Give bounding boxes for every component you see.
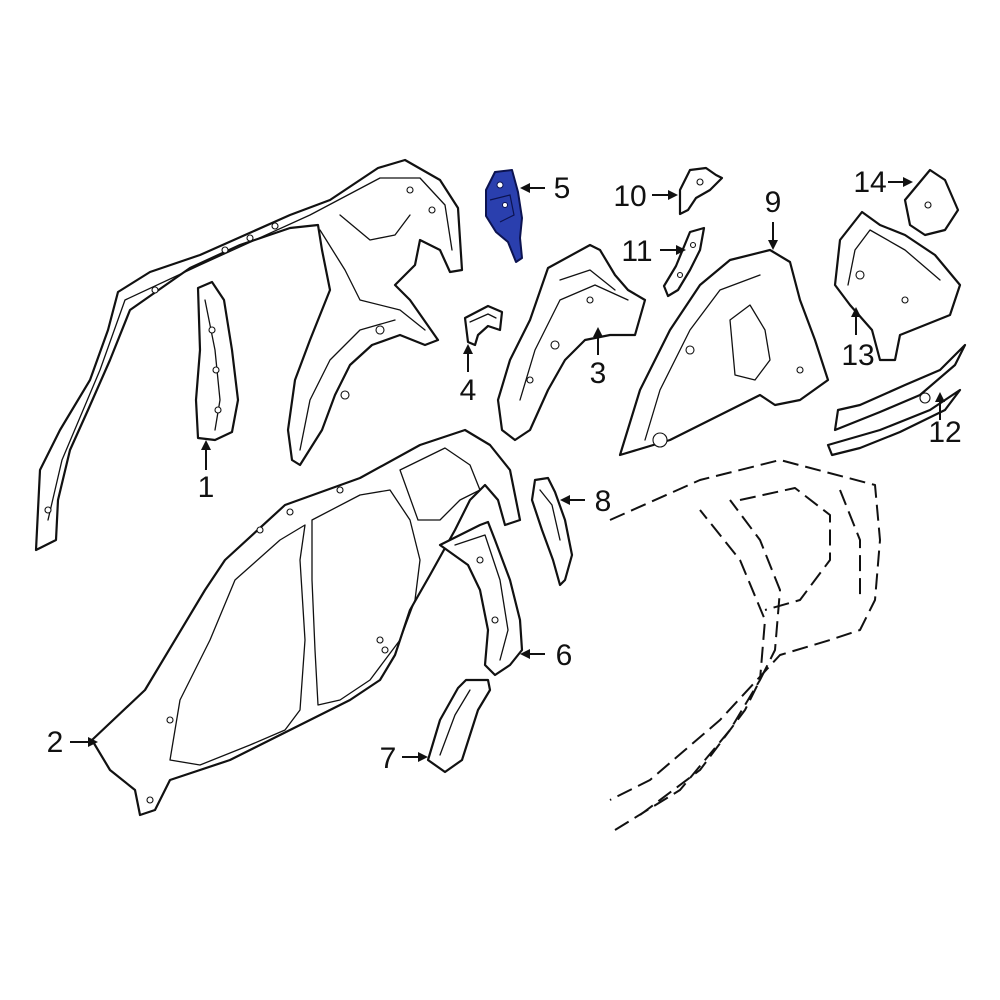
- part-6-c-pillar-reinforcement: [438, 520, 524, 677]
- callout-5-label: 5: [554, 172, 571, 205]
- callout-13-label: 13: [841, 339, 874, 372]
- callout-8-label: 8: [595, 485, 612, 518]
- part-11-strap: [662, 226, 706, 298]
- callout-2-label: 2: [47, 726, 64, 759]
- part-3-wheelhouse-outer: [496, 243, 647, 442]
- callout-3: 3: [590, 327, 607, 390]
- callout-4-label: 4: [460, 374, 477, 407]
- callout-3-label: 3: [590, 357, 607, 390]
- callout-10: 10: [613, 180, 678, 213]
- callout-10-label: 10: [613, 180, 646, 213]
- part-10-upper-bracket: [678, 166, 724, 216]
- callout-12-label: 12: [928, 416, 961, 449]
- callout-5: 5: [520, 172, 570, 205]
- callout-12: 12: [928, 392, 962, 449]
- part-4-bracket: [463, 304, 504, 347]
- part-14-mount-bracket: [903, 168, 960, 237]
- part-13-quarter-inner: [833, 210, 962, 362]
- callout-9: 9: [765, 186, 782, 250]
- b-pillar-reinforcement: [194, 280, 240, 442]
- callout-4: 4: [460, 344, 477, 407]
- part-1-inner-side-frame: [34, 158, 464, 552]
- phantom-body-outline: [609, 459, 881, 831]
- callout-11: 11: [621, 235, 686, 268]
- callout-1: 1: [198, 440, 215, 504]
- part-12-floor-extension: [826, 343, 967, 457]
- callout-14-label: 14: [853, 166, 886, 199]
- callout-11-label: 11: [621, 235, 652, 268]
- callout-7-label: 7: [380, 742, 397, 775]
- callout-7: 7: [380, 742, 428, 775]
- callout-13: 13: [841, 307, 875, 372]
- callout-2: 2: [47, 726, 98, 759]
- callout-1-label: 1: [198, 471, 215, 504]
- part-9-wheelhouse-inner: [618, 248, 830, 457]
- part-7-rocker-extension: [426, 678, 492, 774]
- callout-9-label: 9: [765, 186, 782, 219]
- callout-6: 6: [520, 639, 572, 672]
- part-5-highlighted-reinforcement: [485, 169, 523, 263]
- part-2-body-side-outer: [90, 428, 522, 817]
- part-8-bracket: [530, 476, 574, 587]
- callout-6-label: 6: [556, 639, 573, 672]
- callout-14: 14: [853, 166, 913, 199]
- callout-8: 8: [560, 485, 611, 518]
